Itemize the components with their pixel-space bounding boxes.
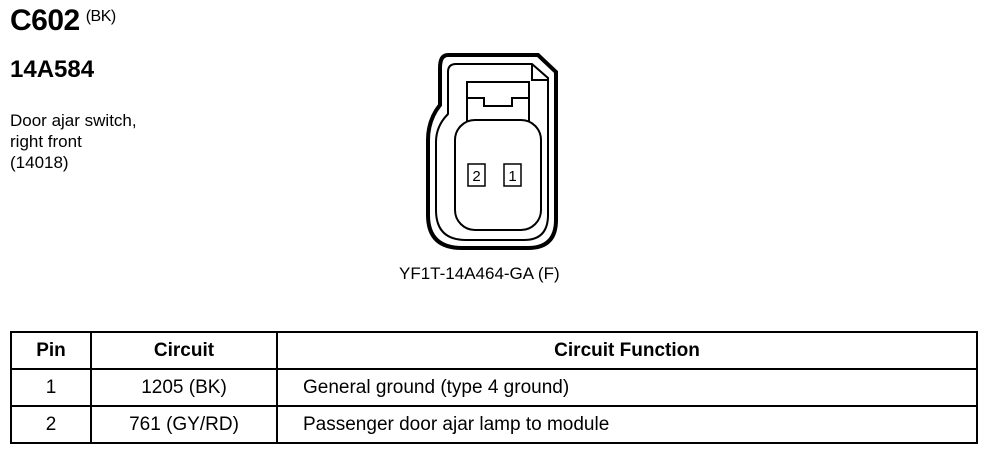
connector-part-label: YF1T-14A464-GA (F) [399, 264, 560, 283]
description-line: Door ajar switch, [10, 111, 137, 130]
circuit-cell: 1205 (BK) [90, 368, 278, 407]
pin-cell: 2 [10, 405, 92, 444]
connector-id: C602 (BK) [10, 4, 116, 38]
pin-label: 2 [472, 168, 480, 185]
pin-cell: 1 [10, 368, 92, 407]
pinout-table: Pin Circuit Circuit Function 1 1205 (BK)… [10, 331, 978, 444]
circuit-cell: 761 (GY/RD) [90, 405, 278, 444]
connector-face-diagram: 2 1 [426, 53, 558, 250]
function-cell: Passenger door ajar lamp to module [276, 405, 978, 444]
header-circuit: Circuit [90, 331, 278, 370]
description-line: right front [10, 132, 82, 151]
pin-label: 1 [508, 168, 516, 185]
part-number: 14A584 [10, 56, 95, 83]
header-function: Circuit Function [276, 331, 978, 370]
connector-description: Door ajar switch, right front (14018) [10, 110, 137, 173]
table-row: 2 761 (GY/RD) Passenger door ajar lamp t… [10, 405, 978, 444]
function-cell: General ground (type 4 ground) [276, 368, 978, 407]
header-pin: Pin [10, 331, 92, 370]
table-row: 1 1205 (BK) General ground (type 4 groun… [10, 368, 978, 407]
description-line: (14018) [10, 153, 69, 172]
connector-color: (BK) [85, 8, 117, 25]
table-header-row: Pin Circuit Circuit Function [10, 331, 978, 370]
connector-id-text: C602 [10, 4, 80, 37]
